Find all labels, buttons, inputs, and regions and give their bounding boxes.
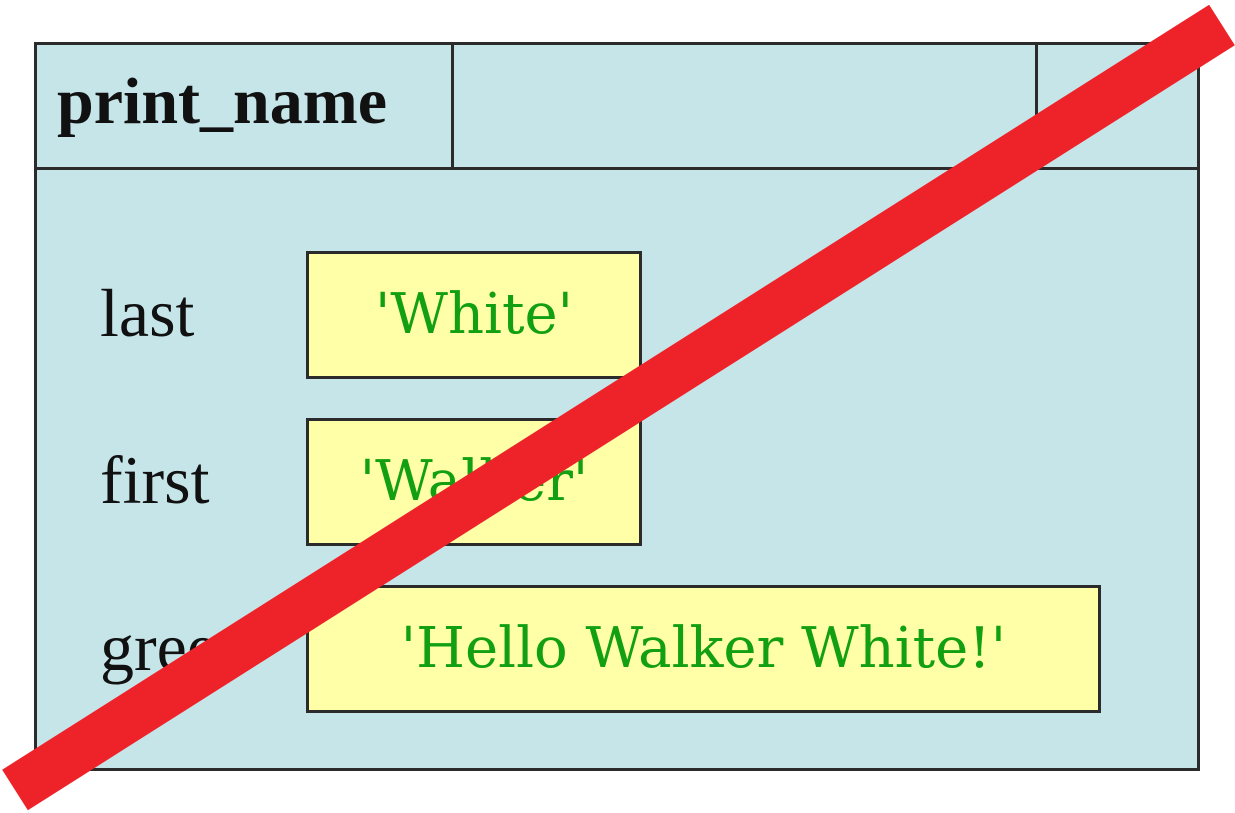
call-frame: print_name last 'White' first 'Walker' g…	[34, 42, 1200, 771]
variable-name-greet: greet	[100, 609, 236, 685]
variable-value-box-greet: 'Hello Walker White!'	[306, 585, 1101, 713]
variable-name-last: last	[100, 275, 195, 351]
program-counter-box	[1035, 45, 1200, 170]
function-name-box: print_name	[37, 45, 454, 170]
function-name: print_name	[57, 65, 387, 138]
variable-value-box-first: 'Walker'	[306, 418, 642, 546]
variable-value-last: 'White'	[375, 282, 573, 347]
variable-value-box-last: 'White'	[306, 251, 642, 379]
variable-value-first: 'Walker'	[359, 449, 589, 514]
header-divider	[37, 167, 1197, 170]
variable-value-greet: 'Hello Walker White!'	[400, 616, 1007, 681]
variable-name-first: first	[100, 442, 210, 518]
